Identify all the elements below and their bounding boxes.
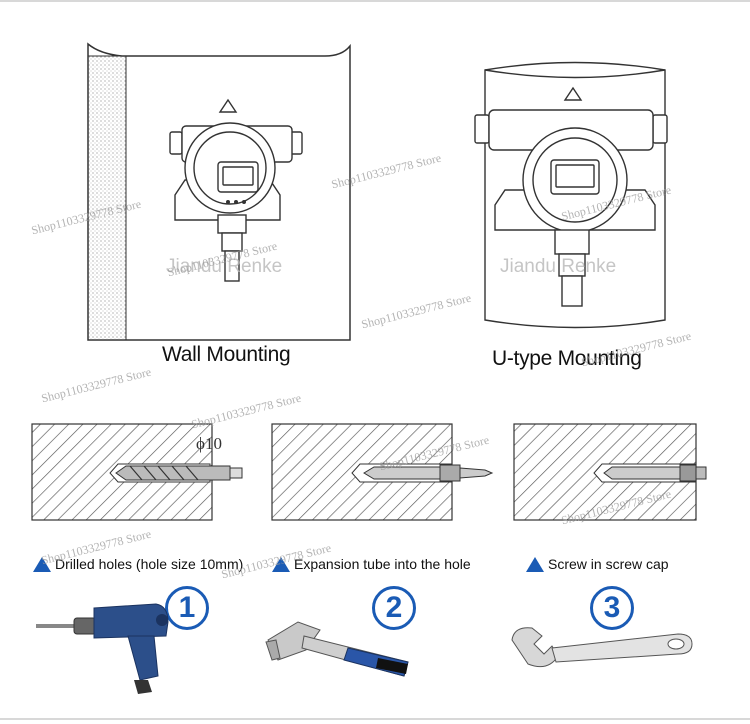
triangle-bullet-icon: [272, 556, 290, 572]
caption-wall-mounting: Wall Mounting: [162, 343, 291, 366]
caption-utype-mounting: U-type Mounting: [492, 347, 642, 370]
step-2-badge: 2: [372, 586, 416, 630]
step-1-label: Drilled holes (hole size 10mm): [33, 556, 243, 572]
step-diagrams: [31, 423, 707, 521]
wrench-icon: [511, 627, 693, 668]
brand-watermark-right: Jiandu Renke: [500, 256, 617, 277]
step-2-label: Expansion tube into the hole: [272, 556, 471, 572]
triangle-bullet-icon: [33, 556, 51, 572]
triangle-bullet-icon: [526, 556, 544, 572]
step-1-text: Drilled holes (hole size 10mm): [55, 556, 244, 572]
step-1-badge: 1: [165, 586, 209, 630]
utype-mounting-illustration: [474, 61, 668, 329]
step-2-number: 2: [385, 591, 403, 624]
brand-watermark-left: Jiandu Renke: [166, 256, 283, 277]
step-2-text: Expansion tube into the hole: [294, 556, 471, 572]
shop-watermark: Shop1103329778 Store: [39, 364, 153, 406]
shop-watermark: Shop1103329778 Store: [359, 290, 473, 332]
expansion-tube-graphic: [363, 464, 494, 482]
bottom-border: [0, 718, 750, 720]
hammer-icon: [265, 621, 409, 677]
drill-size-label: ϕ10: [196, 434, 222, 453]
step-3-badge: 3: [590, 586, 634, 630]
step-3-label: Screw in screw cap: [526, 556, 669, 572]
top-border: [0, 0, 750, 2]
drill-bit-graphic: [115, 465, 243, 481]
step-3-number: 3: [603, 591, 621, 624]
electric-drill-icon: [36, 603, 169, 694]
step-3-text: Screw in screw cap: [548, 556, 669, 572]
screw-cap-graphic: [603, 464, 707, 482]
step-1-number: 1: [178, 591, 196, 624]
wall-mounting-illustration: [87, 42, 351, 341]
